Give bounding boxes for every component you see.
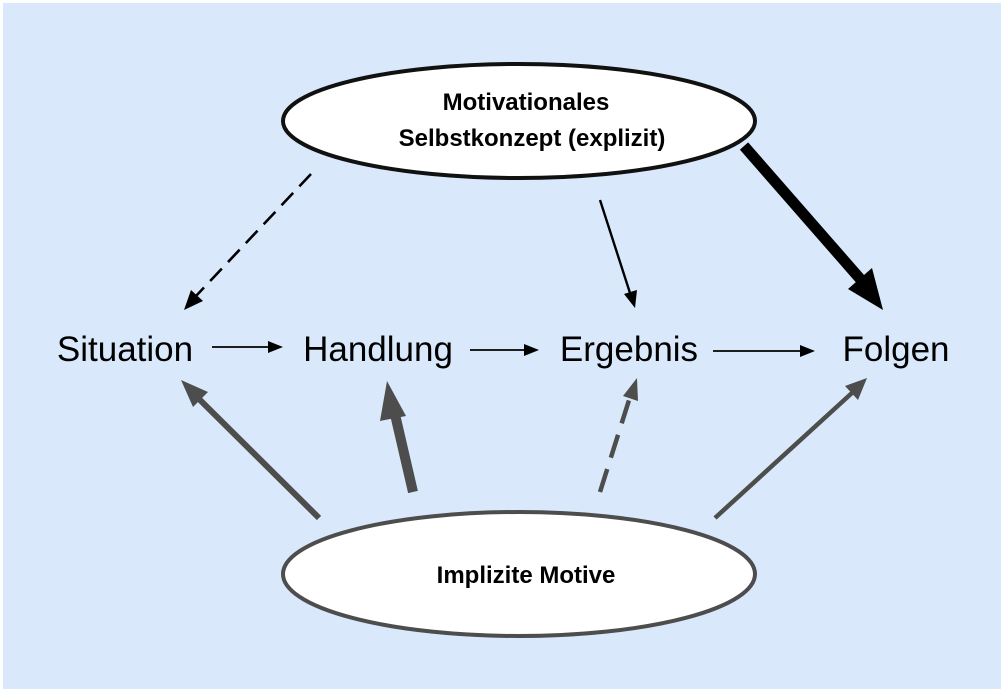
- explicit-self-concept-label-line1: Motivationales: [443, 89, 610, 116]
- implicit-motives-node: Implizite Motive: [281, 510, 757, 638]
- arrow-ergebnis-to-folgen: [713, 345, 815, 357]
- arrow-implicit-to-situation: [181, 380, 322, 521]
- arrow-situation-to-handlung: [212, 341, 283, 353]
- node-folgen: Folgen: [842, 330, 949, 369]
- node-ergebnis: Ergebnis: [560, 330, 698, 369]
- explicit-self-concept-node: Motivationales Selbstkonzept (explizit): [281, 62, 757, 180]
- arrow-explicit-to-folgen: [739, 142, 883, 310]
- arrow-implicit-to-folgen: [713, 378, 867, 520]
- arrow-explicit-to-situation: [184, 173, 312, 310]
- arrow-implicit-to-handlung: [380, 381, 418, 494]
- implicit-motives-label: Implizite Motive: [437, 562, 616, 589]
- arrow-handlung-to-ergebnis: [470, 344, 539, 356]
- node-handlung: Handlung: [303, 330, 453, 369]
- explicit-self-concept-ellipse: [281, 62, 757, 180]
- arrow-implicit-to-ergebnis: [597, 378, 638, 493]
- implicit-motives-ellipse: [281, 510, 757, 638]
- arrow-explicit-to-ergebnis: [598, 199, 637, 308]
- explicit-self-concept-label-line2: Selbstkonzept (explizit): [399, 125, 666, 152]
- node-situation: Situation: [57, 330, 193, 369]
